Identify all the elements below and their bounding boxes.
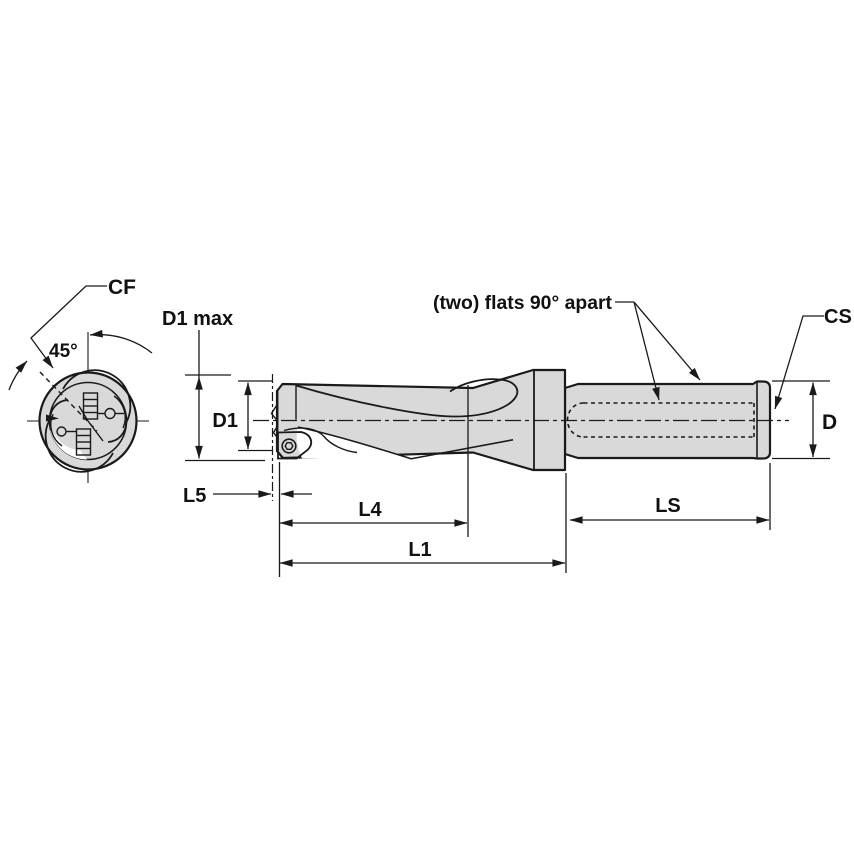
flute-curve-right-inner: [113, 395, 126, 429]
angle-arc-left: [8, 360, 28, 391]
d-label: D: [822, 411, 837, 434]
flats-label: (two) flats 90° apart: [433, 293, 613, 314]
cf-label: CF: [108, 276, 136, 299]
callouts: (two) flats 90° apart CS: [433, 293, 852, 410]
flats-leader-1: [633, 301, 660, 401]
cs-label: CS: [824, 306, 852, 328]
flats-leader-2: [633, 301, 701, 381]
d1-label: D1: [212, 410, 238, 432]
ls-label: LS: [655, 495, 681, 517]
front-view: 45° CF: [8, 276, 153, 483]
screw-hex-socket: [284, 442, 294, 450]
side-view: [253, 368, 789, 501]
flute-helix-curve: [295, 378, 519, 418]
dimensions: D1 max D1 D L5 L4 L1 LS: [162, 308, 837, 577]
forty-five-degree-hidden-line: [39, 371, 98, 432]
clamp-screw-right: [104, 407, 116, 420]
flute-groove-edge: [297, 426, 413, 460]
insert-screw: [281, 438, 297, 454]
front-insert-bottom: [56, 426, 92, 456]
edge-mark: [46, 414, 59, 422]
flute-curve-left: [44, 399, 114, 473]
cs-leader: [774, 315, 824, 410]
side-insert: [277, 431, 313, 460]
front-insert-top: [82, 392, 124, 420]
tip-point-upper: [270, 401, 279, 423]
flute-pocket: [50, 430, 87, 460]
l4-label: L4: [358, 499, 382, 521]
angle-arc-top: [89, 329, 153, 354]
l1-label: L1: [408, 539, 431, 561]
flute-helix-lower: [411, 439, 514, 460]
angle-label: 45°: [49, 341, 78, 362]
l5-label: L5: [183, 485, 206, 507]
cf-leader: [30, 285, 107, 369]
insert-pocket-curve: [283, 427, 358, 454]
d1max-label: D1 max: [162, 308, 233, 330]
flute-curve-right: [62, 369, 132, 443]
center-detail-line2: [78, 405, 89, 422]
center-detail-line: [87, 420, 104, 442]
clamp-screw-left: [56, 426, 67, 437]
